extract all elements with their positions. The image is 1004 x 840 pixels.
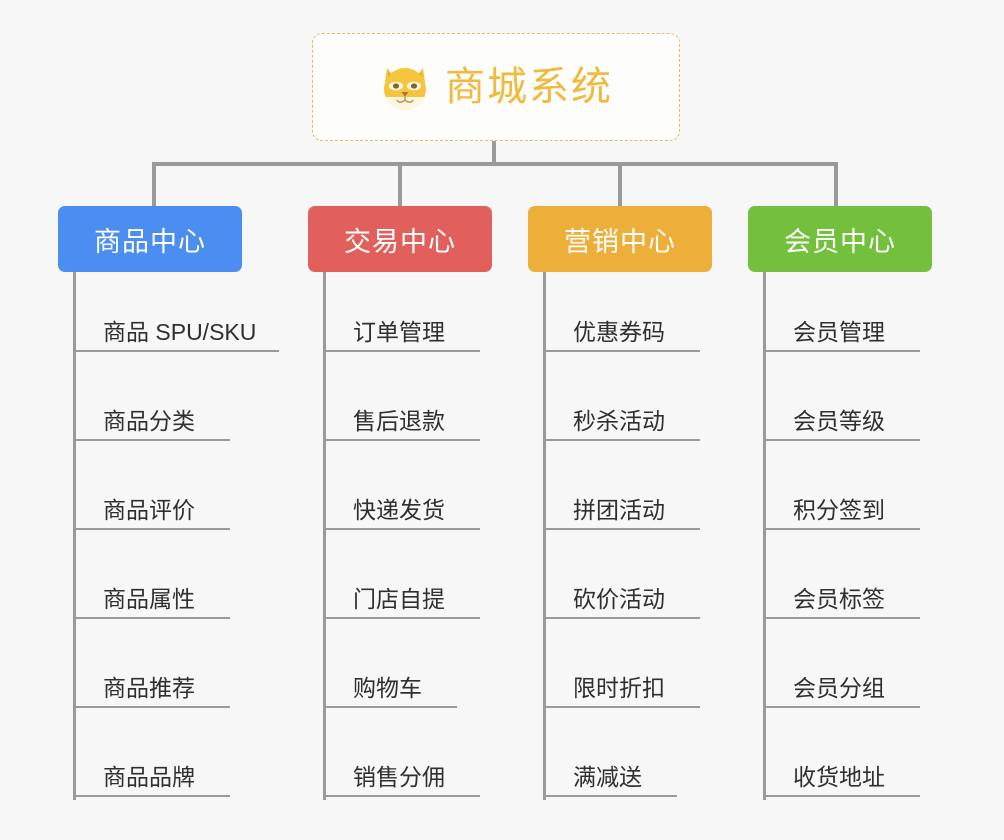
root-stem-connector: [492, 141, 496, 164]
leaf-item-label: 会员管理: [793, 319, 885, 345]
leaf-item[interactable]: 销售分佣: [323, 764, 480, 798]
leaf-item[interactable]: 会员管理: [763, 319, 920, 353]
leaf-item[interactable]: 商品评价: [73, 497, 230, 531]
leaf-item-label: 销售分佣: [353, 764, 445, 790]
leaf-item[interactable]: 收货地址: [763, 764, 920, 798]
leaf-item-label: 优惠券码: [573, 319, 665, 345]
horizontal-bus-connector: [152, 162, 838, 166]
leaf-item[interactable]: 砍价活动: [543, 586, 700, 620]
leaf-item[interactable]: 满减送: [543, 764, 677, 798]
leaf-item-label: 砍价活动: [573, 586, 665, 612]
category-label-1: 商品中心: [94, 226, 206, 257]
leaf-item[interactable]: 订单管理: [323, 319, 480, 353]
branch-trunk-4: [763, 272, 766, 800]
leaf-item[interactable]: 会员等级: [763, 408, 920, 442]
leaf-item[interactable]: 限时折扣: [543, 675, 700, 709]
leaf-item[interactable]: 商品推荐: [73, 675, 230, 709]
category-label-2: 交易中心: [344, 226, 456, 257]
shiba-dog-icon: [379, 62, 431, 112]
leaf-item[interactable]: 商品属性: [73, 586, 230, 620]
leaf-item[interactable]: 优惠券码: [543, 319, 700, 353]
leaf-item[interactable]: 会员分组: [763, 675, 920, 709]
leaf-item-label: 商品品牌: [103, 764, 195, 790]
root-node-label: 商城系统: [445, 65, 613, 109]
leaf-item[interactable]: 商品品牌: [73, 764, 230, 798]
leaf-item-label: 商品评价: [103, 497, 195, 523]
category-label-3: 营销中心: [564, 226, 676, 257]
branch-drop-connector-1: [152, 162, 156, 206]
leaf-item[interactable]: 积分签到: [763, 497, 920, 531]
leaf-item[interactable]: 购物车: [323, 675, 457, 709]
category-box-3[interactable]: 营销中心: [528, 206, 712, 272]
category-box-1[interactable]: 商品中心: [58, 206, 242, 272]
leaf-item-label: 会员分组: [793, 675, 885, 701]
leaf-item-label: 限时折扣: [573, 675, 665, 701]
leaf-item-label: 售后退款: [353, 408, 445, 434]
leaf-item[interactable]: 会员标签: [763, 586, 920, 620]
leaf-item-label: 拼团活动: [573, 497, 665, 523]
leaf-item[interactable]: 门店自提: [323, 586, 480, 620]
leaf-item-label: 收货地址: [793, 764, 885, 790]
leaf-item[interactable]: 商品分类: [73, 408, 230, 442]
leaf-item-label: 快递发货: [353, 497, 445, 523]
category-box-2[interactable]: 交易中心: [308, 206, 492, 272]
branch-drop-connector-4: [834, 162, 838, 206]
leaf-item[interactable]: 拼团活动: [543, 497, 700, 531]
leaf-item[interactable]: 秒杀活动: [543, 408, 700, 442]
branch-drop-connector-2: [398, 162, 402, 206]
leaf-item[interactable]: 售后退款: [323, 408, 480, 442]
branch-trunk-1: [73, 272, 76, 800]
leaf-item-label: 积分签到: [793, 497, 885, 523]
category-box-4[interactable]: 会员中心: [748, 206, 932, 272]
branch-trunk-3: [543, 272, 546, 800]
leaf-item-label: 秒杀活动: [573, 408, 665, 434]
leaf-item-label: 订单管理: [353, 319, 445, 345]
category-label-4: 会员中心: [784, 226, 896, 257]
leaf-item-label: 商品 SPU/SKU: [103, 319, 257, 345]
leaf-item-label: 购物车: [353, 675, 422, 701]
leaf-item-label: 门店自提: [353, 586, 445, 612]
leaf-item-label: 会员标签: [793, 586, 885, 612]
leaf-item-label: 商品属性: [103, 586, 195, 612]
leaf-item[interactable]: 快递发货: [323, 497, 480, 531]
branch-trunk-2: [323, 272, 326, 800]
leaf-item-label: 商品分类: [103, 408, 195, 434]
leaf-item-label: 商品推荐: [103, 675, 195, 701]
root-node-mall-system[interactable]: 商城系统: [312, 33, 680, 141]
leaf-item-label: 满减送: [573, 764, 642, 790]
leaf-item[interactable]: 商品 SPU/SKU: [73, 319, 279, 353]
branch-drop-connector-3: [618, 162, 622, 206]
leaf-item-label: 会员等级: [793, 408, 885, 434]
